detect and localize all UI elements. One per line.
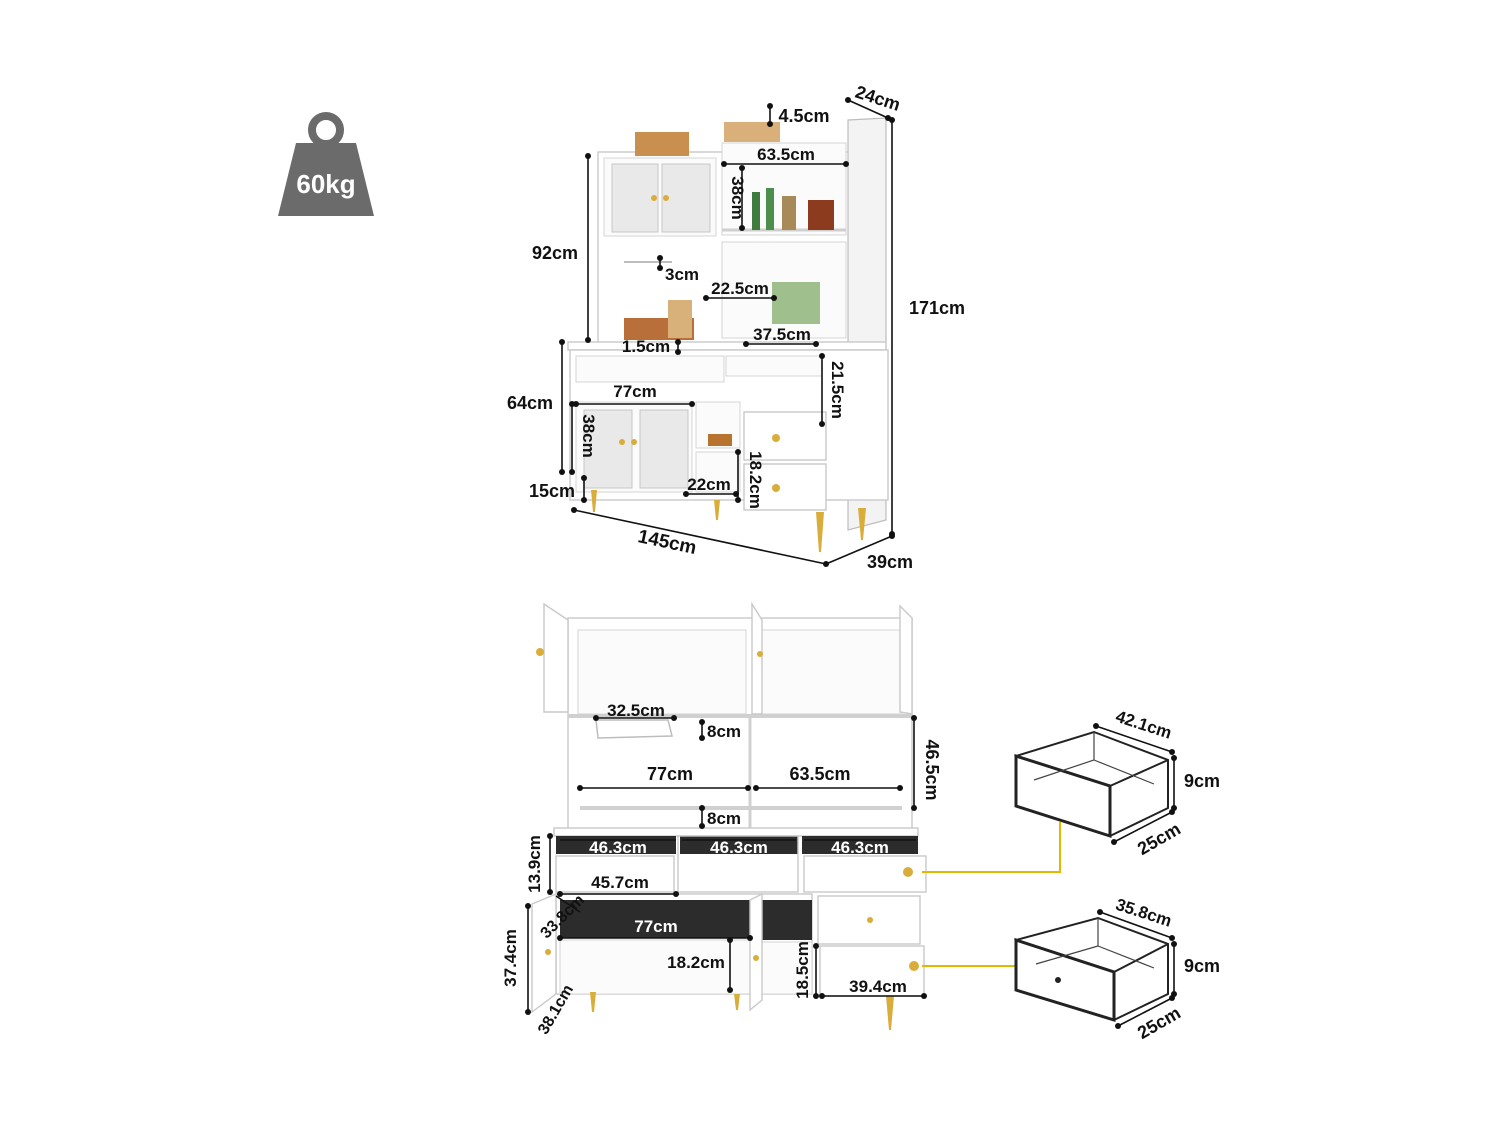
label-depth-top: 24cm <box>853 82 903 115</box>
label-small-drawer-width: 35.8cm <box>1113 895 1174 931</box>
label-cubby-height: 18.2cm <box>746 451 765 509</box>
label-lower-height: 64cm <box>507 393 553 413</box>
label-large-drawer-height: 9cm <box>1184 771 1220 791</box>
label-top-rail: 4.5cm <box>778 106 829 126</box>
label-small-drawer-height: 9cm <box>1184 956 1220 976</box>
label-drawer-height: 13.9cm <box>525 835 544 893</box>
drawer-large <box>1013 723 1177 845</box>
bottom-dimension-lines <box>525 715 927 1015</box>
label-lower-width-left: 77cm <box>613 382 656 401</box>
label-shelf-right: 63.5cm <box>789 764 850 784</box>
label-leg-height: 15cm <box>529 481 575 501</box>
label-coffee-space-width: 22.5cm <box>711 279 769 298</box>
label-upper-height: 92cm <box>532 243 578 263</box>
label-cubby-width: 22cm <box>687 475 730 494</box>
label-drawer-height-side: 21.5cm <box>828 361 847 419</box>
label-small-drawer-height: 18.5cm <box>793 941 812 999</box>
label-cabinet-height: 37.4cm <box>501 929 520 987</box>
label-small-drawer-depth: 25cm <box>1134 1003 1184 1043</box>
label-lower-cabinet-height: 38cm <box>579 414 598 457</box>
label-small-drawer-width: 39.4cm <box>849 977 907 996</box>
top-dimension-lines <box>559 97 895 567</box>
label-shelf-gap: 8cm <box>707 809 741 828</box>
label-glass-rack: 3cm <box>665 265 699 284</box>
cabinet-assembled <box>567 117 889 552</box>
label-counter-width: 37.5cm <box>753 325 811 344</box>
label-drawer-inner: 45.7cm <box>591 873 649 892</box>
drawer-small <box>1013 909 1177 1029</box>
label-drawer-2: 46.3cm <box>710 838 768 857</box>
label-large-drawer-depth: 25cm <box>1134 819 1184 859</box>
label-counter-lip: 1.5cm <box>622 337 670 356</box>
weight-icon <box>278 112 374 216</box>
callout-line-large-drawer <box>922 822 1061 873</box>
label-drawer-1: 46.3cm <box>589 838 647 857</box>
weight-label: 60kg <box>296 169 355 199</box>
label-glass-holder-gap: 8cm <box>707 722 741 741</box>
label-shelf-width-right: 63.5cm <box>757 145 815 164</box>
label-cabinet-width: 77cm <box>634 917 677 936</box>
label-drawer-3: 46.3cm <box>831 838 889 857</box>
label-right-shelf-height: 38cm <box>728 176 747 219</box>
label-cabinet-shelf: 18.2cm <box>667 953 725 972</box>
label-middle-height: 46.5cm <box>922 739 942 800</box>
label-large-drawer-width: 42.1cm <box>1113 707 1174 743</box>
label-total-height: 171cm <box>909 298 965 318</box>
label-depth-bottom: 39cm <box>867 552 913 572</box>
label-total-width: 145cm <box>636 526 698 559</box>
label-shelf-left: 77cm <box>647 764 693 784</box>
label-glass-holder-width: 32.5cm <box>607 701 665 720</box>
